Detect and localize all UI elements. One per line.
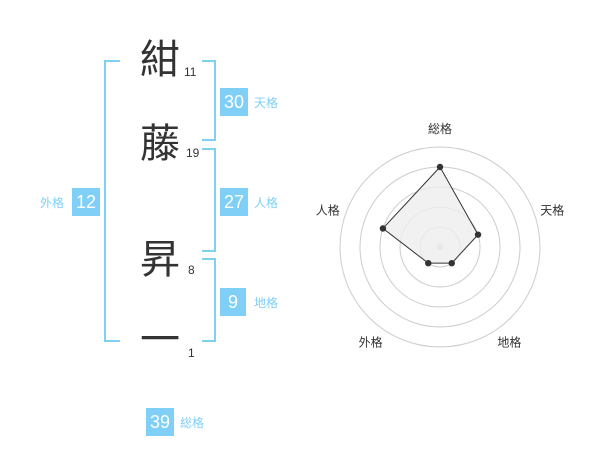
- tenkaku-bracket: [202, 60, 216, 141]
- radar-axis-label: 天格: [540, 203, 564, 218]
- jinkaku-label: 人格: [254, 196, 279, 210]
- name-char-4: 一: [140, 317, 180, 363]
- radar-grid-ring: [339, 146, 541, 348]
- radar-axis-label: 地格: [497, 334, 521, 349]
- soukaku-label: 総格: [180, 416, 205, 430]
- radar-data-polygon: [382, 166, 479, 264]
- radar-point-4: [425, 259, 432, 267]
- name-char-1: 紺: [140, 37, 180, 83]
- radar-point-5: [379, 225, 387, 232]
- gaikaku-bracket: [104, 60, 120, 342]
- radar-point-1: [436, 163, 444, 171]
- name-char-2: 藤: [140, 121, 180, 167]
- chikaku-value-badge: 9: [220, 288, 246, 316]
- radar-axis-label: 総格: [428, 121, 452, 136]
- radar-axis-label: 外格: [359, 334, 383, 349]
- jinkaku-bracket: [202, 148, 216, 252]
- soukaku-value-badge: 39: [146, 408, 174, 436]
- gaikaku-label: 外格: [40, 196, 65, 210]
- name-char-3: 昇: [140, 237, 180, 283]
- name-char-3-strokes: 8: [188, 263, 195, 277]
- name-char-2-strokes: 19: [186, 146, 200, 160]
- radar-point-3: [448, 259, 455, 267]
- jinkaku-value-badge: 27: [220, 188, 248, 216]
- chikaku-bracket: [202, 258, 216, 342]
- radar-point-2: [474, 231, 482, 238]
- tenkaku-value-badge: 30: [220, 88, 248, 116]
- gaikaku-value-badge: 12: [72, 188, 100, 216]
- tenkaku-label: 天格: [254, 96, 279, 110]
- chikaku-label: 地格: [254, 296, 279, 310]
- name-char-4-strokes: 1: [188, 346, 195, 360]
- name-char-1-strokes: 11: [184, 65, 197, 79]
- radar-axis-label: 人格: [316, 203, 340, 218]
